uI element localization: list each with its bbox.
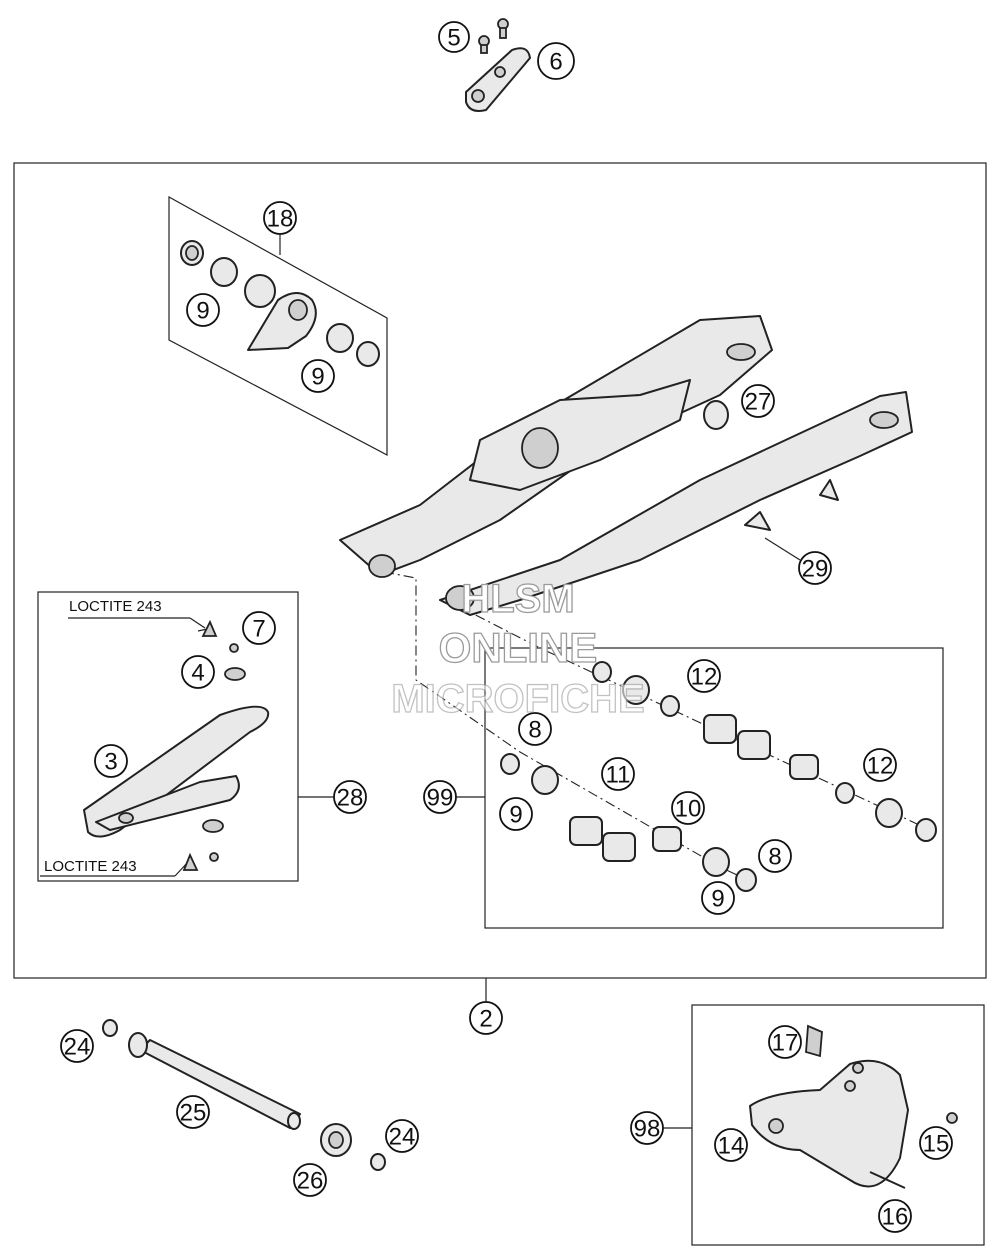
svg-text:9: 9: [509, 802, 522, 829]
swingarm-part-2: [339, 315, 913, 616]
subassembly-frame-18: [168, 195, 388, 456]
svg-text:12: 12: [867, 753, 894, 780]
callout-29: 29: [798, 551, 832, 585]
callout-9-upper-right: 9: [301, 359, 335, 393]
svg-text:27: 27: [745, 389, 772, 416]
pivot-bushing-set-18: [180, 240, 380, 367]
watermark-line-2: ONLINE: [439, 624, 598, 671]
svg-text:18: 18: [267, 206, 294, 233]
subassembly-frame-99: [484, 647, 944, 929]
callout-6: 6: [537, 42, 575, 80]
leader-lines: [40, 232, 801, 1129]
callout-26: 26: [293, 1163, 327, 1197]
callout-12-upper: 12: [687, 659, 721, 693]
loctite-note-top: LOCTITE 243: [69, 598, 162, 615]
svg-text:3: 3: [104, 749, 117, 776]
watermark-line-1: HLSM: [461, 577, 574, 621]
svg-text:9: 9: [711, 886, 724, 913]
svg-text:2: 2: [479, 1006, 492, 1033]
callout-7: 7: [242, 611, 276, 645]
callout-16: 16: [878, 1199, 912, 1233]
callout-5: 5: [438, 21, 470, 53]
bearing-set-part-99: [500, 661, 937, 892]
callout-8-lower: 8: [758, 839, 792, 873]
svg-text:24: 24: [389, 1124, 416, 1151]
svg-text:9: 9: [311, 364, 324, 391]
callout-12-lower: 12: [863, 748, 897, 782]
loctite-note-bottom: LOCTITE 243: [44, 858, 137, 875]
assembly-frame-2: [13, 162, 987, 979]
svg-text:6: 6: [549, 49, 562, 76]
swingarm-axle-part-25: [128, 1032, 301, 1130]
svg-text:4: 4: [191, 660, 204, 687]
callout-15: 15: [919, 1126, 953, 1160]
callout-24-left: 24: [60, 1029, 94, 1063]
callout-8-upper: 8: [518, 712, 552, 746]
chain-slider-part-6: [465, 18, 531, 112]
callout-25: 25: [176, 1095, 210, 1129]
callout-14: 14: [714, 1128, 748, 1162]
svg-text:14: 14: [718, 1133, 745, 1160]
callout-11: 11: [601, 757, 635, 791]
svg-text:17: 17: [772, 1030, 799, 1057]
callout-99: 99: [423, 780, 457, 814]
svg-text:15: 15: [923, 1131, 950, 1158]
watermark-line-3: MICROFICHE: [391, 677, 644, 721]
watermark: HLSM ONLINE MICROFICHE: [391, 576, 646, 721]
callout-28: 28: [333, 780, 367, 814]
svg-text:11: 11: [606, 762, 631, 789]
svg-text:99: 99: [427, 785, 454, 812]
svg-text:26: 26: [297, 1168, 324, 1195]
cap-part-24-left: [102, 1019, 118, 1037]
callout-10: 10: [671, 791, 705, 825]
svg-text:29: 29: [802, 556, 829, 583]
cap-part-24-right: [370, 1153, 386, 1171]
svg-text:7: 7: [252, 616, 265, 643]
chain-guide-part-98: [749, 1024, 958, 1189]
callout-3: 3: [94, 744, 128, 778]
svg-text:12: 12: [691, 664, 718, 691]
subassembly-frame-28: [37, 591, 299, 882]
svg-text:8: 8: [768, 844, 781, 871]
callout-9-lower: 9: [701, 881, 735, 915]
callout-98: 98: [630, 1111, 664, 1145]
chain-slider-part-28: [83, 619, 270, 871]
svg-text:28: 28: [337, 785, 364, 812]
ring-part-27: [703, 400, 729, 430]
callout-4: 4: [181, 655, 215, 689]
callout-9-middle: 9: [499, 797, 533, 831]
callout-2: 2: [469, 1001, 503, 1035]
callout-9-upper-left: 9: [186, 293, 220, 327]
svg-text:25: 25: [180, 1100, 207, 1127]
callout-18: 18: [263, 201, 297, 235]
svg-text:16: 16: [882, 1204, 909, 1231]
svg-text:9: 9: [196, 298, 209, 325]
svg-text:24: 24: [64, 1034, 91, 1061]
svg-text:8: 8: [528, 717, 541, 744]
callout-17: 17: [768, 1025, 802, 1059]
svg-text:10: 10: [675, 796, 702, 823]
axis-lines: [383, 571, 931, 881]
svg-text:5: 5: [447, 25, 460, 52]
axle-nut-part-26: [320, 1123, 352, 1157]
svg-text:98: 98: [634, 1116, 661, 1143]
subassembly-frame-98: [691, 1004, 985, 1246]
callout-27: 27: [741, 384, 775, 418]
callout-24-right: 24: [385, 1119, 419, 1153]
